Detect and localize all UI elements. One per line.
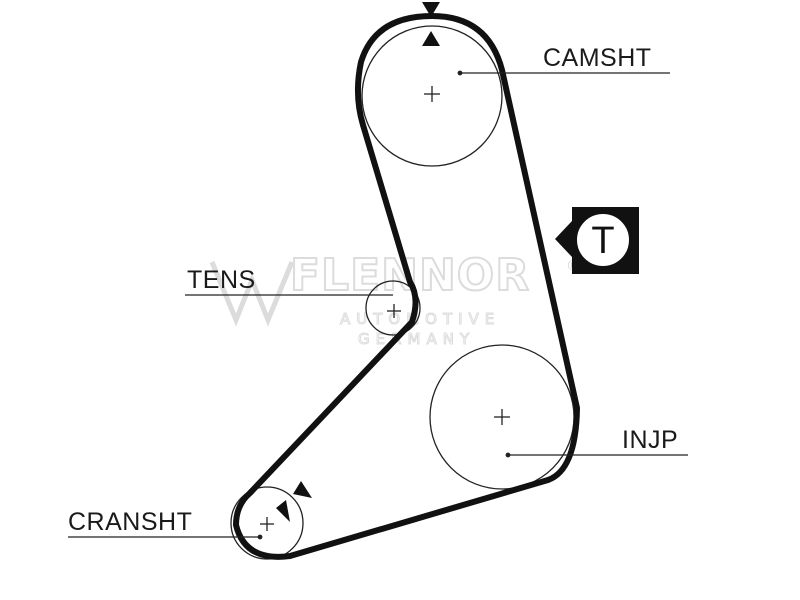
watermark-logo-mark (209, 261, 295, 327)
camshaft-label: CAMSHT (543, 44, 652, 72)
injection-pump-center-mark (494, 409, 510, 425)
crankshaft-label: CRANSHT (68, 508, 192, 536)
leader-lines (68, 70, 688, 540)
badge-arrow (555, 221, 572, 257)
tensioner-badge: T (555, 207, 639, 274)
tensioner-center-mark (387, 304, 401, 318)
camshaft-center-mark (424, 86, 440, 102)
timing-belt (233, 13, 580, 560)
crankshaft-center-mark (260, 517, 274, 531)
badge-circle (575, 212, 631, 268)
watermark: FLENNOR ® AUTOMOTIVE GERMANY (209, 249, 580, 349)
crankshaft-timing-mark (276, 481, 312, 522)
tensioner-label: TENS (187, 266, 256, 294)
camshaft-timing-mark (422, 2, 440, 46)
camshaft-pulley (361, 25, 503, 167)
tensioner-pulley (365, 280, 421, 336)
injection-pump-label: INJP (622, 426, 678, 454)
crankshaft-pulley (230, 486, 304, 560)
badge-letter: T (591, 220, 614, 262)
watermark-line2: GERMANY (358, 330, 475, 348)
